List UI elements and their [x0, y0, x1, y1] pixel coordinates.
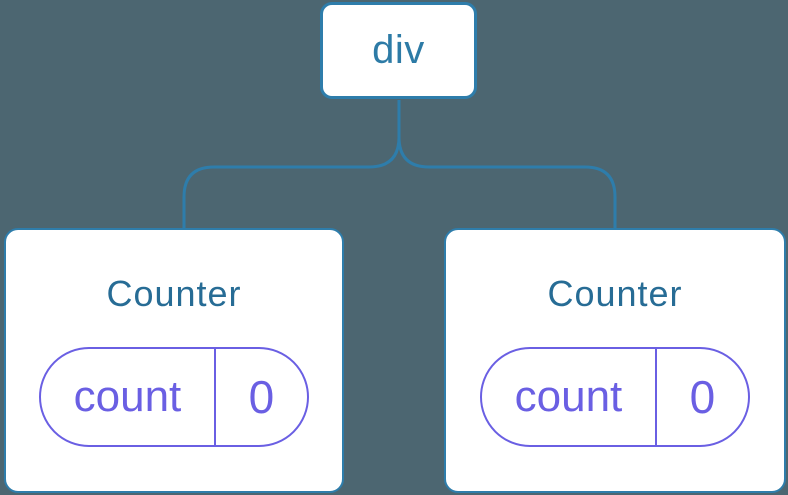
counter-title: Counter — [547, 273, 683, 314]
state-value: 0 — [689, 371, 716, 424]
connector-branch-left — [182, 100, 401, 228]
state-key: count — [41, 349, 216, 446]
state-value: 0 — [248, 371, 275, 424]
state-pill: count 0 — [39, 347, 309, 448]
root-node: div — [320, 2, 477, 99]
counter-title: Counter — [106, 273, 242, 314]
counter-card-right: Counter count 0 — [444, 228, 786, 493]
counter-card-left: Counter count 0 — [4, 228, 344, 493]
state-pill: count 0 — [480, 347, 750, 448]
root-node-label: div — [372, 28, 425, 72]
connector-branch-right — [397, 100, 617, 228]
state-key: count — [482, 349, 657, 446]
